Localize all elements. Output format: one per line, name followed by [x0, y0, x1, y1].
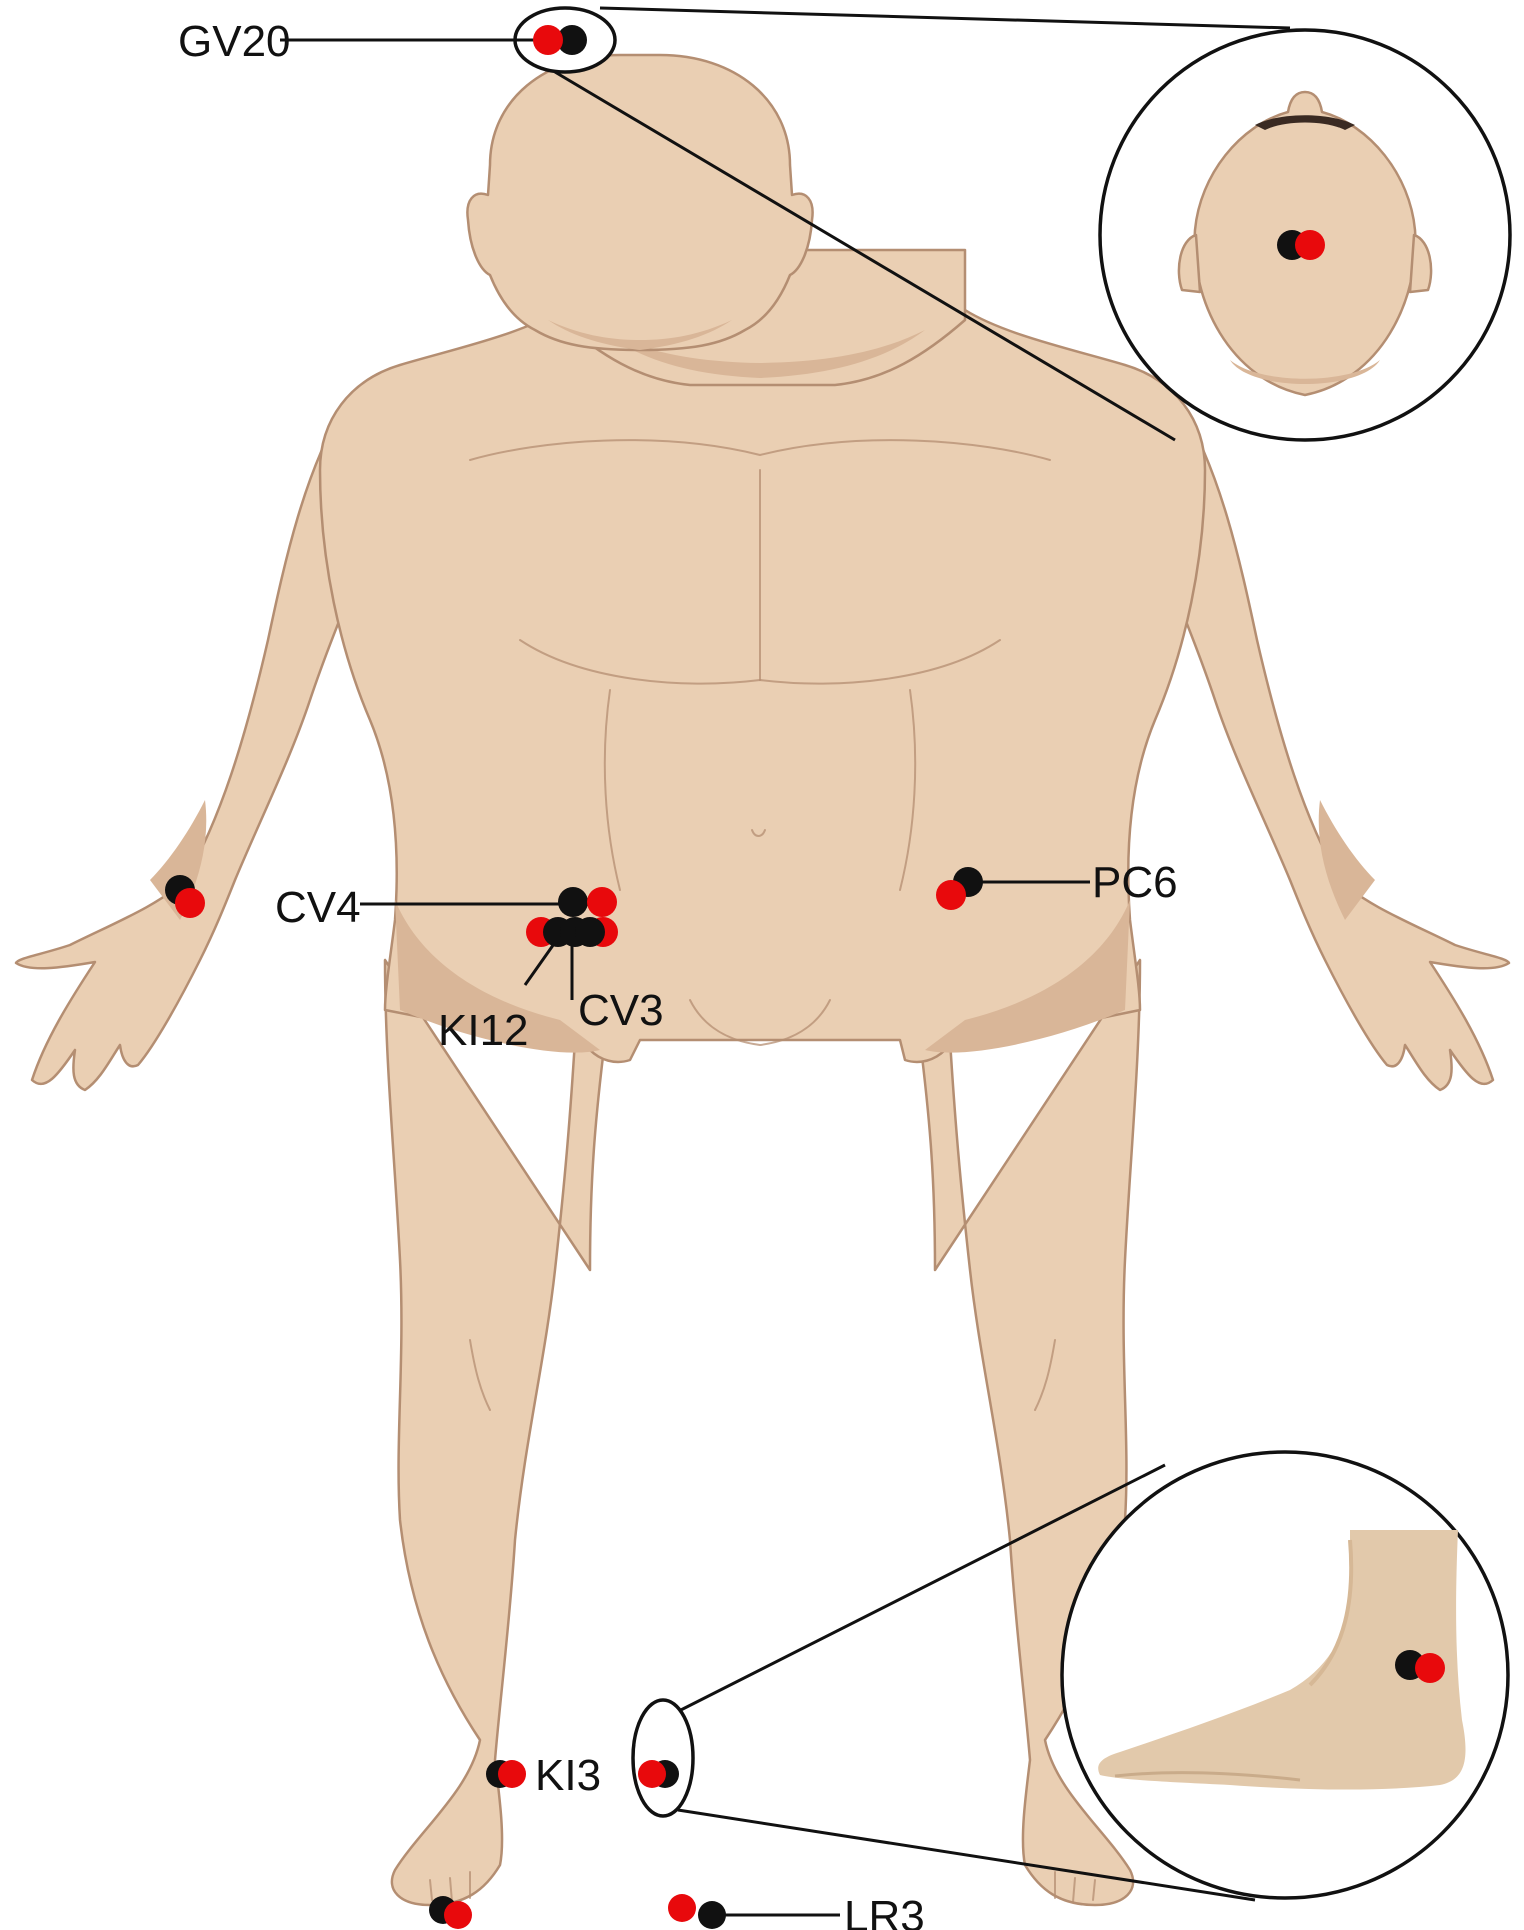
ki3-right-red-marker: [638, 1760, 666, 1788]
ki12-black-marker-right: [575, 917, 605, 947]
cv4-red-marker: [587, 887, 617, 917]
label-ki3: KI3: [535, 1751, 601, 1800]
label-pc6: PC6: [1092, 858, 1178, 907]
marker-pairs: [165, 25, 1445, 1929]
label-lr3: LR3: [844, 1892, 925, 1930]
ankle-callout-ellipse: [631, 1698, 695, 1818]
gv20-inset-red-marker: [1295, 230, 1325, 260]
lr3-left-red-marker: [444, 1901, 472, 1929]
lr3-right-black-marker: [698, 1901, 726, 1929]
label-gv20: GV20: [178, 17, 291, 66]
foot-photo-icon: [1098, 1530, 1466, 1790]
gv20-red-marker: [533, 25, 563, 55]
label-cv4: CV4: [275, 883, 361, 932]
ki3-inset-red-marker: [1415, 1653, 1445, 1683]
label-ki12: KI12: [438, 1006, 529, 1055]
human-body-figure: [14, 53, 1511, 1907]
point-labels: GV20 CV4 KI12 CV3 PC6 KI3 LR3: [178, 17, 1178, 1930]
pc6-right-red-marker: [936, 880, 966, 910]
ankle-inset: [631, 1450, 1510, 1902]
cv4-black-marker: [558, 887, 588, 917]
label-cv3: CV3: [578, 986, 664, 1035]
ki3-left-red-marker: [498, 1760, 526, 1788]
lr3-right-red-marker: [668, 1894, 696, 1922]
pc6-left-red-marker: [175, 888, 205, 918]
gv20-black-marker: [557, 25, 587, 55]
